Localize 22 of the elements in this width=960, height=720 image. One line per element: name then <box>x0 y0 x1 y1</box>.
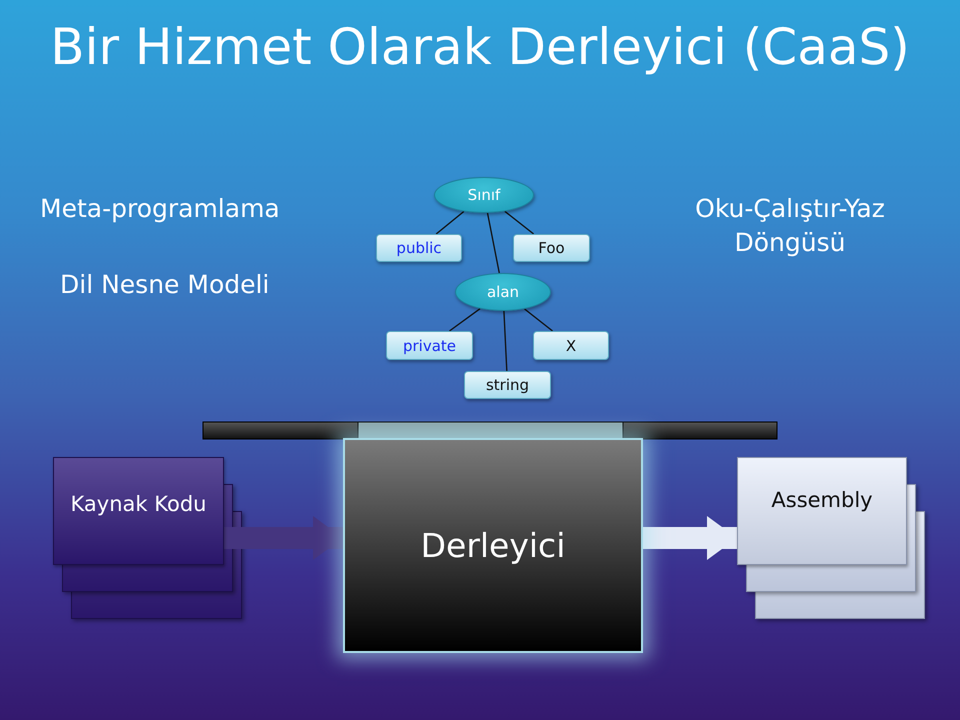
block-arrow <box>643 516 737 560</box>
topic-label: Oku-Çalıştır-Yaz Döngüsü <box>694 193 886 259</box>
tree-box: string <box>464 371 551 399</box>
tree-line <box>504 210 534 235</box>
tree-box: private <box>386 331 473 360</box>
assembly-card: Assembly <box>737 457 907 565</box>
slide-title: Bir Hizmet Olarak Derleyici (CaaS) <box>49 18 911 76</box>
topic-label: Dil Nesne Modeli <box>60 269 270 301</box>
tree-line <box>436 210 464 234</box>
tree-box: X <box>533 331 609 360</box>
tree-box: public <box>376 234 462 262</box>
block-arrow <box>224 516 343 560</box>
tree-line <box>449 308 480 332</box>
topic-label: Meta-programlama <box>40 193 281 225</box>
tree-ellipse: alan <box>455 273 551 311</box>
tree-line <box>524 308 553 332</box>
tree-line <box>486 212 500 274</box>
source-code-card: Kaynak Kodu <box>53 457 224 565</box>
tree-box: Foo <box>513 234 590 262</box>
tree-ellipse: Sınıf <box>434 177 534 213</box>
tree-line <box>503 310 508 372</box>
compiler-box: Derleyici <box>343 438 643 653</box>
